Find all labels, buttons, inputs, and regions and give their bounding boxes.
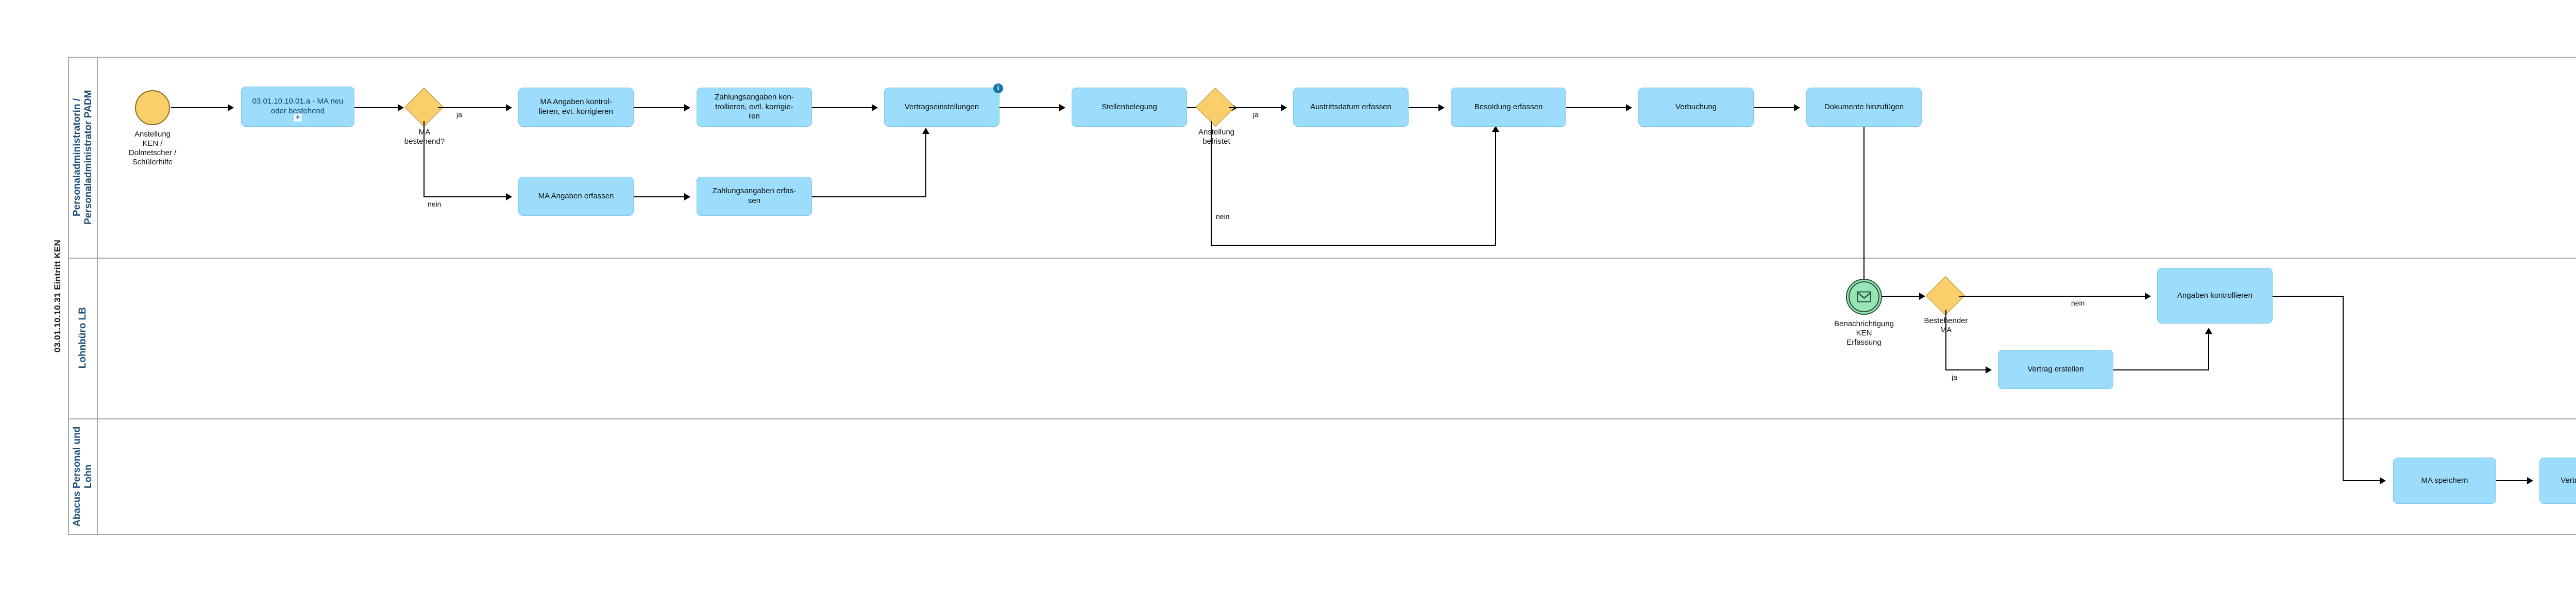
flow-gw2-ja	[1229, 107, 1281, 108]
subprocess-label: 03.01.10.10.01.a - MA neu oder bestehend	[252, 97, 344, 115]
task-zahlungsangaben-erfassen[interactable]: Zahlungsangaben erfas- sen	[697, 177, 812, 216]
flow-maspeichern-to-vertragspeichern	[2496, 480, 2527, 481]
flow-angaben-to-ma-speichern	[2343, 480, 2380, 481]
lane-label-padm: Personaladministratorin / Personaladmini…	[72, 90, 94, 225]
flow-besoldung-to-verbuchung	[1566, 107, 1626, 108]
flow-gwlb-ja-h	[1945, 369, 1986, 370]
start-event-anstellung-label: Anstellung KEN / Dolmetscher / Schülerhi…	[128, 130, 177, 166]
task-ma-angaben-erfassen[interactable]: MA Angaben erfassen	[518, 177, 634, 216]
flow-arrow	[506, 104, 512, 111]
task-austrittsdatum-erfassen[interactable]: Austrittsdatum erfassen	[1293, 88, 1409, 127]
flow-start-to-subprocess	[171, 107, 228, 108]
flow-arrow	[1492, 126, 1499, 132]
lane-separator-1	[69, 258, 2576, 259]
flow-kontroll-to-zahlkontroll	[634, 107, 684, 108]
task-vertragseinstellungen[interactable]: Vertragseinstellungen i	[884, 83, 1003, 127]
lane-label-abacus: Abacus Personal und Lohn	[72, 426, 94, 527]
flow-arrow	[684, 193, 690, 200]
flow-arrow	[2145, 293, 2151, 300]
flow-zahlkontroll-to-vertrag	[812, 107, 872, 108]
flow-zahlerfassen-v	[925, 134, 926, 197]
flow-austritt-to-besoldung	[1409, 107, 1438, 108]
info-icon[interactable]: i	[993, 83, 1003, 93]
task-dokumente-hinzufuegen[interactable]: Dokumente hinzufügen	[1806, 88, 1922, 127]
task-zahlungsangaben-kontrollieren[interactable]: Zahlungsangaben kon- trollieren, evtl. k…	[697, 88, 812, 127]
task-verbuchung[interactable]: Verbuchung	[1638, 88, 1754, 127]
flow-vertragerstellen-v	[2208, 334, 2209, 370]
flow-gw1-nein-v	[423, 121, 425, 197]
flow-gw2-nein-h	[1211, 245, 1496, 246]
subprocess-expand-marker[interactable]: +	[294, 113, 302, 122]
flow-gw2-nein-up	[1495, 132, 1496, 246]
flow-erfassen-to-zahlerfassen	[634, 196, 684, 197]
pool-eintritt-ken	[47, 57, 2576, 535]
flow-subprocess-to-gw1	[354, 107, 398, 108]
flow-arrow	[506, 193, 512, 200]
flow-arrow	[1919, 293, 1925, 300]
message-event-benachrichtigung-ken[interactable]	[1846, 279, 1882, 315]
flow-gw1-ja	[438, 107, 506, 108]
task-besoldung-erfassen[interactable]: Besoldung erfassen	[1451, 88, 1566, 127]
flow-label-ja-2: ja	[1253, 110, 1259, 119]
gateway-bestehender-ma[interactable]	[1925, 276, 1965, 316]
flow-arrow	[1438, 104, 1445, 111]
flow-gwlb-nein	[1959, 296, 2145, 297]
task-vertragseinstellungen-label: Vertragseinstellungen	[904, 102, 979, 111]
lane-label-lohnbuero: Lohnbüro LB	[77, 307, 89, 369]
task-ma-angaben-kontrollieren[interactable]: MA Angaben kontrol- lieren, evt. korrigi…	[518, 88, 634, 127]
lane-header-lohnbuero: Lohnbüro LB	[69, 258, 98, 418]
task-ma-speichern[interactable]: MA speichern	[2393, 458, 2496, 504]
lane-header-padm: Personaladministratorin / Personaladmini…	[69, 57, 98, 258]
pool-header: 03.01.10.10.31 Eintritt KEN	[47, 57, 69, 535]
flow-label-nein: nein	[428, 200, 442, 208]
flow-gw1-nein-h	[423, 196, 506, 197]
task-angaben-kontrollieren[interactable]: Angaben kontrollieren	[2157, 268, 2273, 324]
flow-vertragerstellen-h	[2113, 369, 2209, 370]
flow-verbuchung-to-dokumente	[1754, 107, 1794, 108]
flow-arrow	[922, 128, 929, 134]
gateway-ma-bestehend[interactable]	[404, 87, 444, 127]
flow-msglb-to-gwlb	[1882, 296, 1919, 297]
envelope-icon	[1857, 291, 1871, 302]
flow-arrow	[228, 104, 234, 111]
task-vertrag-speichern[interactable]: Vertrag speichern	[2539, 458, 2576, 504]
message-event-benachrichtigung-ken-label: Benachrichtigung KEN Erfassung	[1834, 319, 1894, 347]
task-stellenbelegung[interactable]: Stellenbelegung	[1072, 88, 1187, 127]
flow-arrow	[398, 104, 404, 111]
gateway-anstellung-befristet-label: Anstellung befristet	[1198, 128, 1235, 146]
flow-gw2-nein-v	[1211, 121, 1212, 246]
flow-arrow	[2205, 328, 2212, 334]
lane-separator-2	[69, 418, 2576, 419]
flow-angaben-to-lane3-v	[2343, 296, 2344, 481]
flow-arrow	[1281, 104, 1287, 111]
flow-arrow	[872, 104, 878, 111]
flow-label-ja: ja	[456, 110, 462, 119]
flow-arrow	[1794, 104, 1800, 111]
lane-header-abacus: Abacus Personal und Lohn	[69, 418, 98, 535]
flow-dokumente-to-msg-lb	[1863, 127, 1865, 282]
pool-label: 03.01.10.10.31 Eintritt KEN	[53, 239, 62, 352]
flow-arrow	[2527, 477, 2533, 484]
flow-arrow	[1059, 104, 1065, 111]
flow-arrow	[1626, 104, 1632, 111]
flow-gwlb-ja-v	[1945, 310, 1946, 370]
flow-label-nein-lb: nein	[2071, 299, 2085, 307]
flow-arrow	[684, 104, 690, 111]
gateway-ma-bestehend-label: MA bestehend?	[404, 128, 445, 146]
flow-angaben-to-lane3-h	[2273, 296, 2344, 297]
flow-zahlerfassen-h	[812, 196, 926, 197]
subprocess-ma-neu-oder-bestehend[interactable]: 03.01.10.10.01.a - MA neu oder bestehend…	[241, 87, 354, 127]
flow-label-ja-lb: ja	[1952, 373, 1957, 381]
flow-arrow	[1986, 366, 1992, 374]
task-vertrag-erstellen[interactable]: Vertrag erstellen	[1998, 350, 2113, 389]
flow-arrow	[2380, 477, 2386, 484]
flow-label-nein-2: nein	[1216, 212, 1230, 221]
flow-vertrag-to-stellen	[999, 107, 1059, 108]
gateway-anstellung-befristet[interactable]	[1195, 87, 1235, 127]
start-event-anstellung[interactable]	[135, 90, 170, 125]
